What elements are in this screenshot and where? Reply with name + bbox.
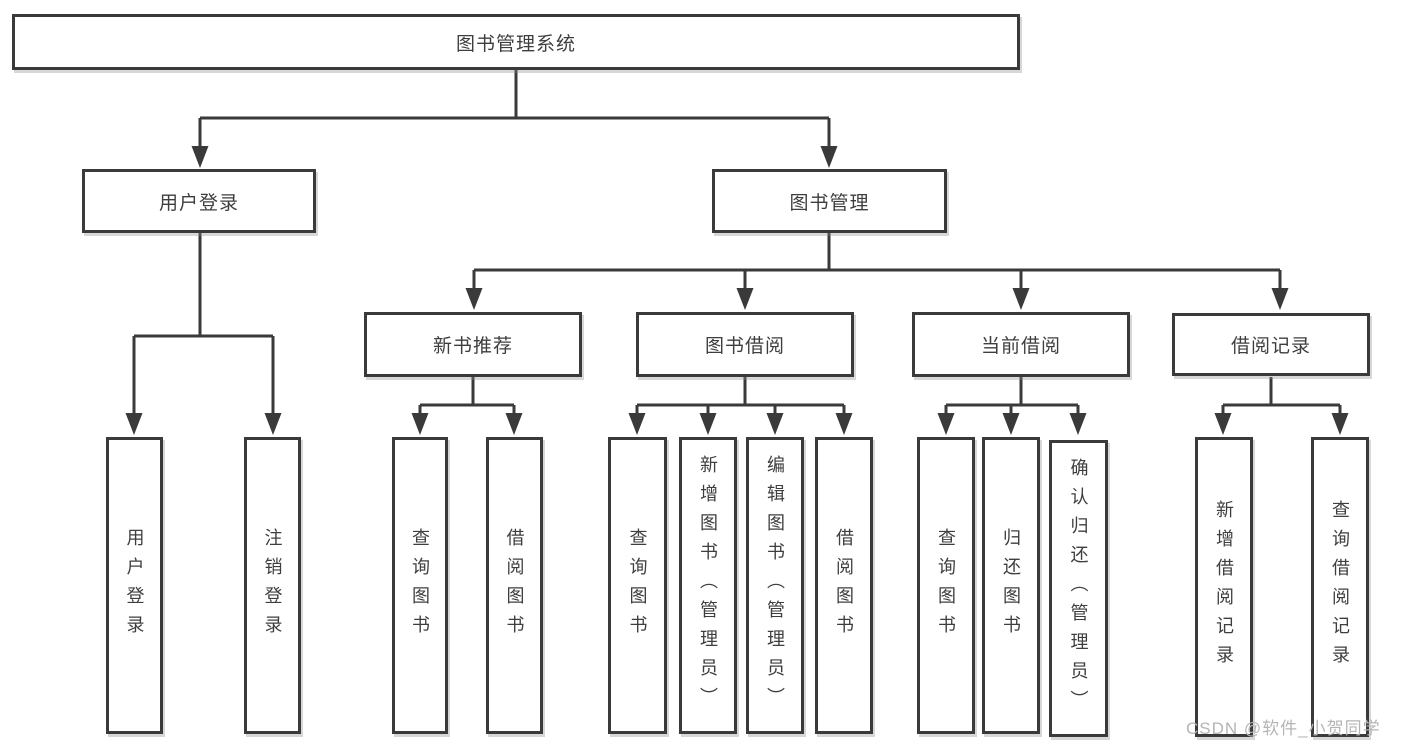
- leaf-query-borrow-record: 查询借阅记录: [1311, 437, 1369, 737]
- leaf-user-login: 用户登录: [106, 437, 163, 734]
- node-book-management: 图书管理: [712, 169, 947, 233]
- leaf-query-books-borrow: 查询图书: [608, 437, 667, 734]
- node-label: 图书管理系统: [455, 33, 576, 55]
- leaf-add-book-admin: 新增图书（管理员）: [679, 437, 737, 734]
- leaf-borrow-books-recommend: 借阅图书: [486, 437, 543, 734]
- leaf-query-books-current: 查询图书: [917, 437, 975, 734]
- node-new-book-recommend: 新书推荐: [364, 312, 582, 377]
- leaf-label: 确认归还（管理员）: [1068, 458, 1089, 719]
- leaf-borrow-books: 借阅图书: [815, 437, 873, 734]
- node-label: 借阅记录: [1230, 336, 1311, 357]
- node-book-management-system: 图书管理系统: [12, 14, 1020, 70]
- leaf-add-borrow-record: 新增借阅记录: [1195, 437, 1253, 737]
- leaf-label: 用户登录: [124, 527, 145, 644]
- node-current-borrow: 当前借阅: [912, 312, 1130, 377]
- leaf-label: 查询图书: [410, 527, 430, 644]
- leaf-label: 编辑图书（管理员）: [765, 455, 785, 716]
- leaf-return-book: 归还图书: [982, 437, 1040, 734]
- leaf-label: 注销登录: [262, 527, 283, 644]
- leaf-label: 查询图书: [936, 527, 956, 644]
- leaf-label: 借阅图书: [504, 527, 525, 644]
- leaf-query-books-recommend: 查询图书: [392, 437, 448, 734]
- node-label: 用户登录: [158, 192, 239, 214]
- leaf-confirm-return-admin: 确认归还（管理员）: [1049, 440, 1108, 737]
- node-book-borrow: 图书借阅: [636, 312, 854, 377]
- node-label: 图书管理: [789, 192, 870, 214]
- leaf-label: 新增借阅记录: [1214, 500, 1234, 674]
- leaf-label: 新增图书（管理员）: [698, 455, 718, 716]
- node-label: 新书推荐: [432, 336, 513, 357]
- leaf-logout: 注销登录: [244, 437, 301, 734]
- node-label: 图书借阅: [704, 336, 785, 357]
- node-borrow-records: 借阅记录: [1172, 313, 1370, 376]
- csdn-watermark: CSDN @软件_小贺同学: [1186, 719, 1381, 738]
- node-label: 当前借阅: [980, 336, 1061, 357]
- leaf-label: 查询图书: [627, 527, 648, 644]
- node-user-login: 用户登录: [82, 169, 316, 233]
- leaf-label: 借阅图书: [834, 527, 854, 644]
- leaf-label: 归还图书: [1001, 527, 1021, 644]
- leaf-edit-book-admin: 编辑图书（管理员）: [746, 437, 804, 734]
- leaf-label: 查询借阅记录: [1330, 500, 1350, 674]
